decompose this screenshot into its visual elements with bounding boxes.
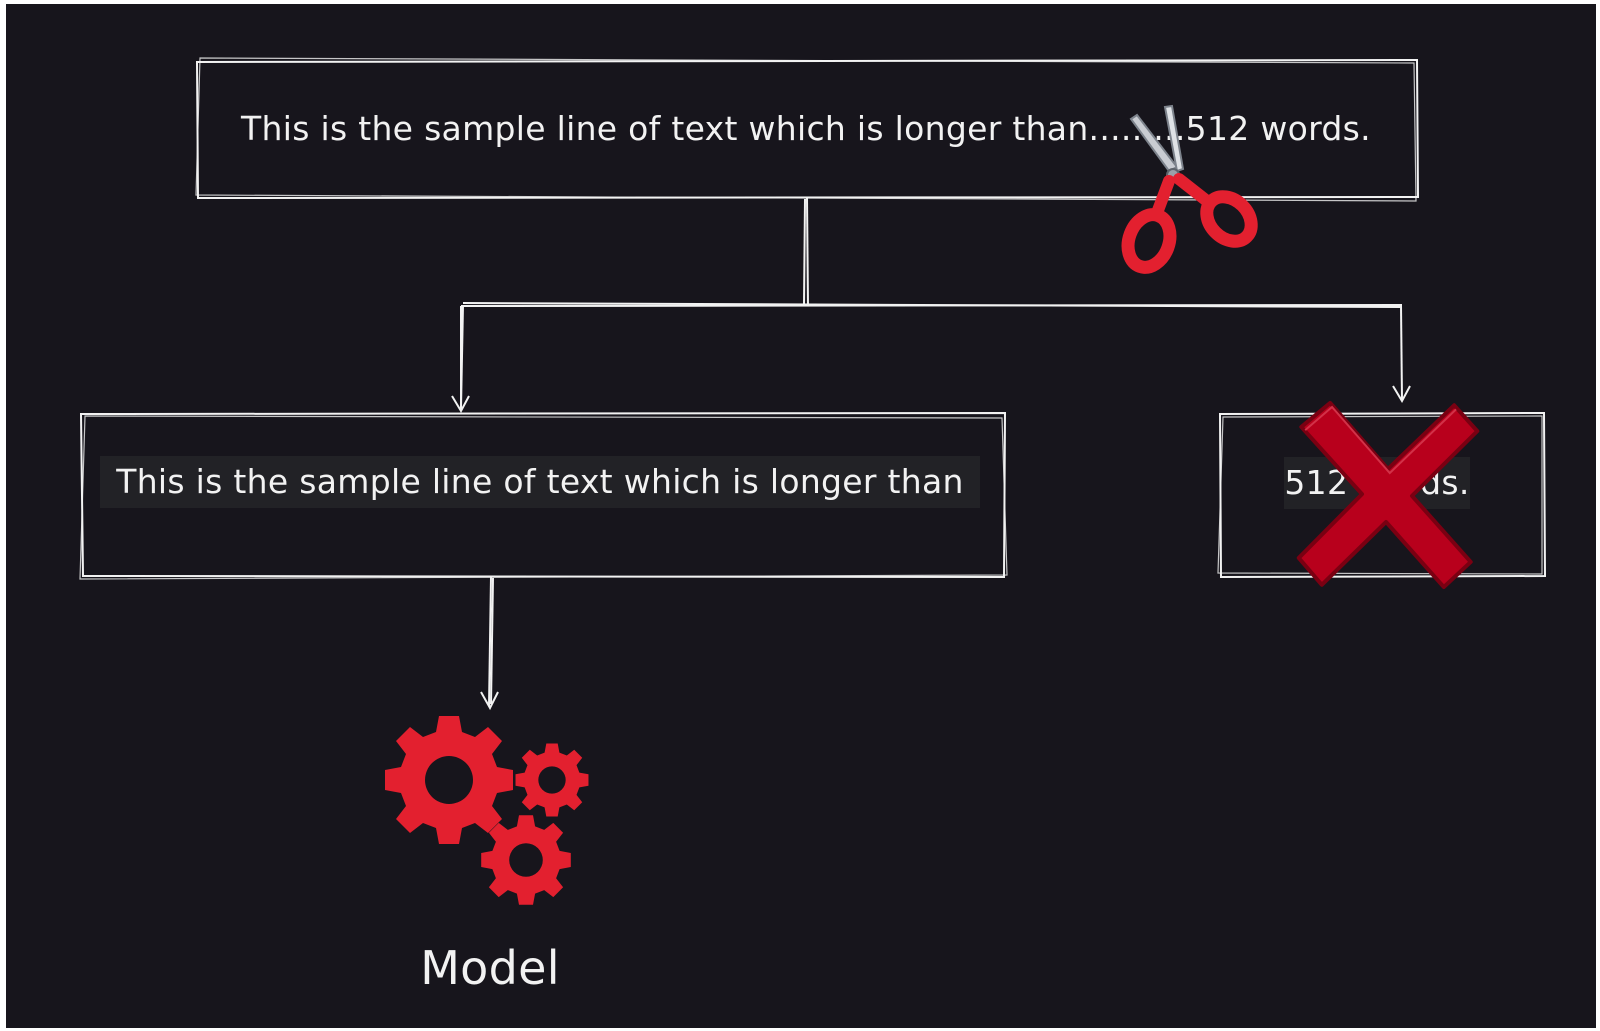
- top-box-text: This is the sample line of text which is…: [240, 109, 1371, 148]
- top-text-box: This is the sample line of text which is…: [195, 57, 1420, 202]
- red-x-icon: [1296, 400, 1480, 590]
- left-box-text: This is the sample line of text which is…: [115, 462, 964, 501]
- scissors-icon: [1121, 104, 1258, 274]
- diagram-canvas: [6, 4, 1596, 1028]
- split-connectors: [451, 197, 1411, 414]
- gears-icon: [385, 716, 589, 905]
- model-connector: [480, 576, 499, 711]
- left-text-box: This is the sample line of text which is…: [79, 411, 1008, 580]
- model-label: Model: [420, 941, 560, 995]
